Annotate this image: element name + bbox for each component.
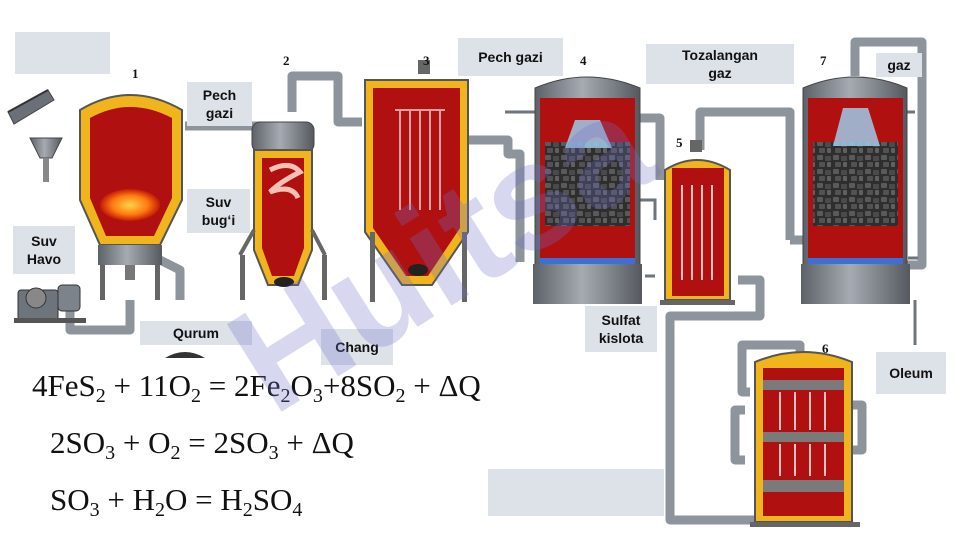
label-gaz: gaz: [876, 53, 922, 77]
equation-subscript: 2: [395, 385, 406, 407]
label-qurum: Qurum: [140, 321, 252, 345]
equation-term: 4FeS: [32, 368, 96, 403]
equation-term: +8SO: [322, 368, 396, 403]
drying-tower-4: [533, 76, 642, 304]
unit-number-3: 3: [423, 53, 430, 68]
equation-subscript: 3: [268, 442, 279, 464]
unit-number-4: 4: [580, 53, 587, 68]
small-pipes: [505, 110, 918, 345]
equation-term: = 2SO: [180, 425, 269, 460]
feed-conveyor: [7, 89, 63, 182]
unit-number-7: 7: [820, 53, 827, 68]
label-pech-gazi-2: Pech gazi: [458, 38, 563, 76]
label-oleum: Oleum: [876, 352, 946, 394]
equation-term: O: [290, 368, 313, 403]
furnace-1: [79, 94, 183, 300]
equation-subscript: 2: [242, 499, 253, 521]
equation-term: + ΔQ: [405, 368, 481, 403]
label-chang: Chang: [321, 329, 393, 365]
unit-number-2: 2: [283, 53, 290, 68]
label-sulfat-kislota: Sulfat kislota: [585, 306, 657, 352]
equation-subscript: 3: [312, 385, 323, 407]
equation-subscript: 2: [155, 499, 166, 521]
equation-1: 4FeS2 + 11O2 = 2Fe2O3+8SO2 + ΔQ: [32, 368, 481, 408]
unit-number-6: 6: [822, 341, 829, 356]
absorber-tower-7: [801, 76, 910, 304]
equation-term: = 2Fe: [200, 368, 281, 403]
cyclone-2: [238, 121, 327, 300]
equation-subscript: 2: [280, 385, 291, 407]
label-suv-bugi: Suv bug‘i: [187, 189, 250, 233]
equation-term: SO: [252, 482, 293, 517]
blank-label-box-bottom: [488, 469, 664, 516]
equation-subscript: 2: [95, 385, 106, 407]
contact-apparatus-6: [750, 351, 860, 527]
equation-3: SO3 + H2O = H2SO4: [50, 482, 302, 522]
equation-subscript: 4: [292, 499, 303, 521]
soot-pile: [165, 352, 205, 358]
equation-subscript: 3: [89, 499, 100, 521]
label-suv-havo: Suv Havo: [13, 226, 75, 274]
blank-label-box-topleft: [15, 32, 110, 74]
unit-number-1: 1: [132, 66, 139, 81]
equation-term: 2SO: [50, 425, 106, 460]
equation-subscript: 2: [190, 385, 201, 407]
label-pech-gazi-1: Pech gazi: [187, 82, 252, 126]
equation-term: + 11O: [105, 368, 191, 403]
label-tozalangan-gaz: Tozalangan gaz: [646, 44, 794, 84]
equation-subscript: 3: [105, 442, 116, 464]
air-blower: [14, 284, 86, 323]
unit-number-5: 5: [676, 135, 683, 150]
electrofilter-3: [364, 60, 469, 302]
equation-term: + O: [115, 425, 171, 460]
equation-term: + H: [99, 482, 156, 517]
equation-2: 2SO3 + O2 = 2SO3 + ΔQ: [50, 425, 354, 465]
heat-exchanger-5: [660, 140, 735, 305]
equation-subscript: 2: [170, 442, 181, 464]
equation-term: + ΔQ: [278, 425, 354, 460]
equation-term: O = H: [165, 482, 243, 517]
equation-term: SO: [50, 482, 90, 517]
